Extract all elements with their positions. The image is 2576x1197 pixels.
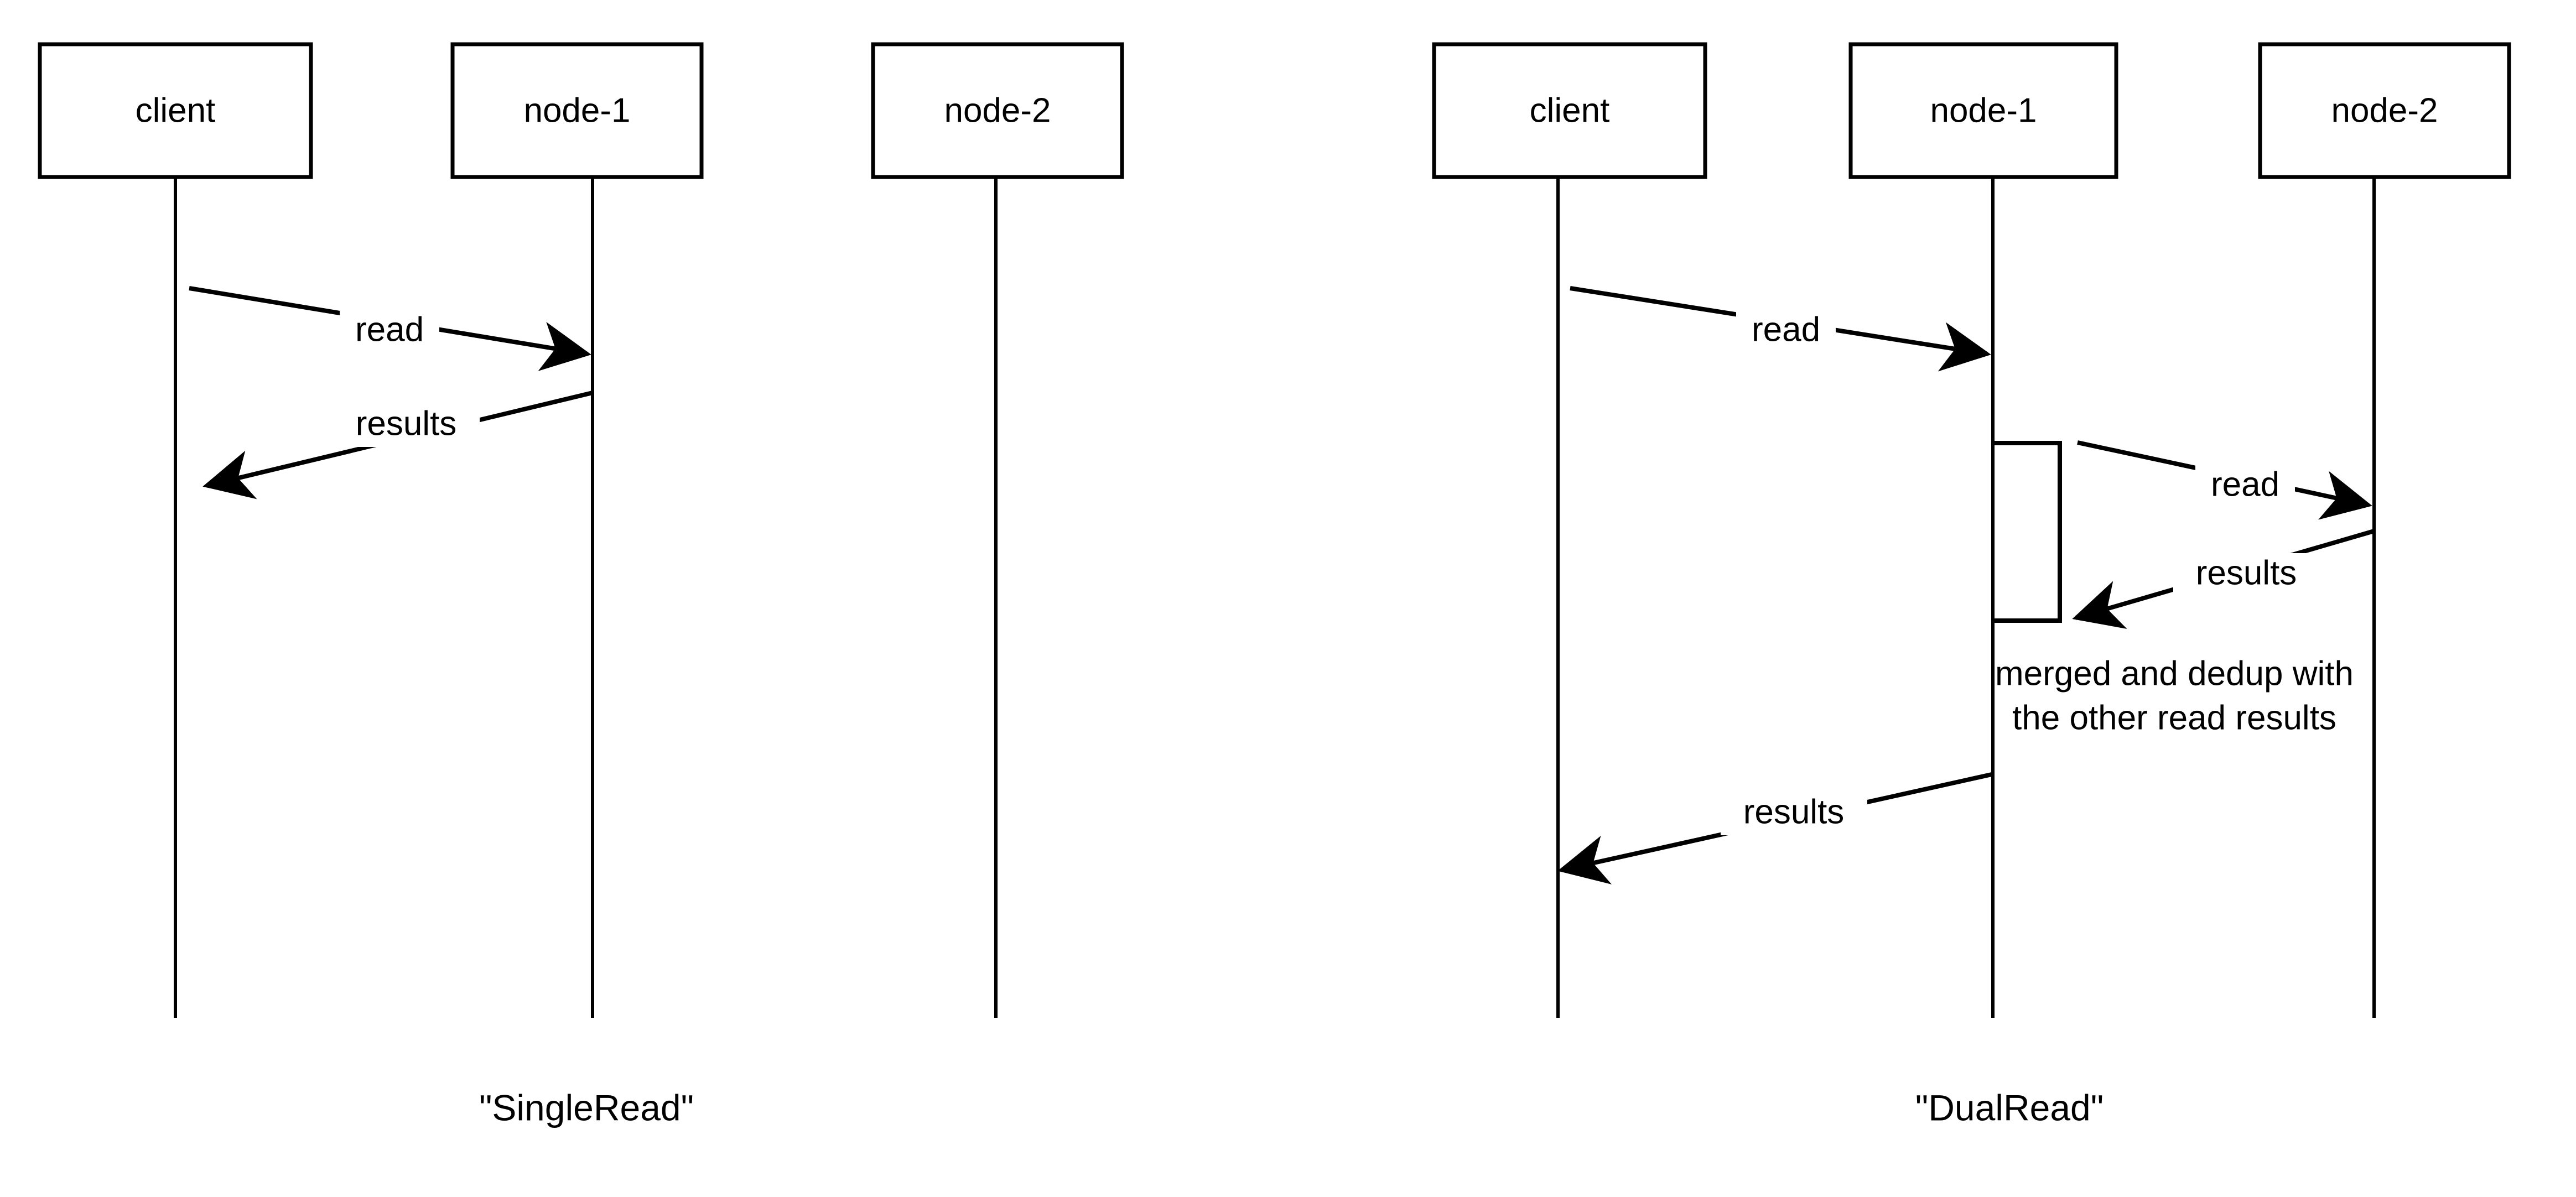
message-label-backdrop — [1736, 310, 1836, 353]
message-label-read: read — [2211, 465, 2279, 503]
message-label-backdrop — [2173, 553, 2320, 596]
message-label-backdrop — [1721, 792, 1867, 835]
note-line-1: merged and dedup with — [1995, 654, 2354, 693]
participant-label-node-1: node-1 — [1930, 91, 2037, 129]
participant-box-node-1[interactable] — [450, 42, 704, 179]
message-read-client-to-node-1[interactable]: read — [1570, 286, 1991, 372]
activation-box-node-1 — [1993, 441, 2062, 623]
message-label-backdrop — [340, 310, 439, 353]
diagram-caption-dual-read: "DualRead" — [1915, 1087, 2104, 1128]
message-results-node-1-to-client[interactable]: results — [202, 391, 593, 499]
participant-node-2[interactable]: node-2 — [2258, 42, 2511, 1018]
participant-client[interactable]: client — [38, 42, 313, 1018]
participant-label-node-2: node-2 — [944, 91, 1051, 129]
participant-label-node-1: node-1 — [523, 91, 630, 129]
activation-outline — [1993, 441, 2062, 623]
diagram-single-read: client node-1 node-2 read — [38, 42, 1124, 1128]
note-line-2: the other read results — [2012, 699, 2336, 737]
message-read-client-to-node-1[interactable]: read — [189, 286, 591, 371]
message-label-read: read — [1752, 310, 1820, 348]
message-results-node-2-to-node-1[interactable]: results — [2072, 529, 2375, 629]
participant-box-node-2[interactable] — [871, 42, 1124, 179]
message-label-backdrop — [333, 404, 480, 447]
participant-node-1[interactable]: node-1 — [1848, 42, 2118, 1018]
message-label-read: read — [355, 310, 424, 348]
note-merged-dedup: merged and dedup with the other read res… — [1995, 654, 2354, 737]
message-label-results: results — [2196, 554, 2297, 592]
message-read-node-1-to-node-2[interactable]: read — [2077, 440, 2372, 520]
message-label-results: results — [1743, 793, 1845, 831]
message-results-node-1-to-client[interactable]: results — [1557, 772, 1992, 884]
diagram-dual-read: client node-1 node-2 — [1432, 42, 2511, 1128]
participant-label-client: client — [136, 91, 216, 129]
participant-box-client[interactable] — [1432, 42, 1707, 179]
participant-client[interactable]: client — [1432, 42, 1707, 1018]
participant-node-1[interactable]: node-1 — [450, 42, 704, 1018]
participant-label-node-2: node-2 — [2331, 91, 2438, 129]
message-label-results: results — [356, 404, 457, 443]
participant-label-client: client — [1530, 91, 1610, 129]
participant-box-node-2[interactable] — [2258, 42, 2511, 179]
participant-box-node-1[interactable] — [1848, 42, 2118, 179]
participant-node-2[interactable]: node-2 — [871, 42, 1124, 1018]
message-label-backdrop — [2195, 465, 2295, 508]
participant-box-client[interactable] — [38, 42, 313, 179]
diagram-caption-single-read: "SingleRead" — [479, 1087, 694, 1128]
